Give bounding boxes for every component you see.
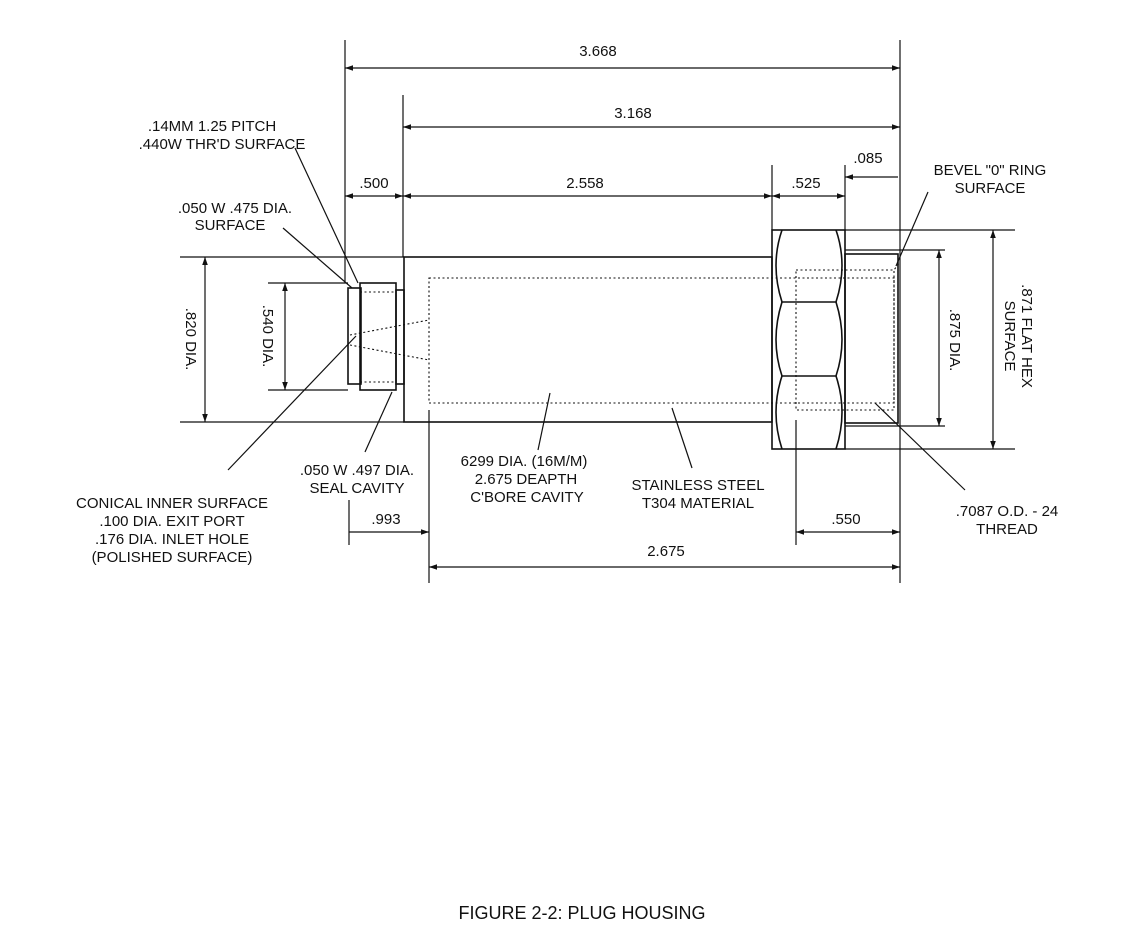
bevel-ring-line1: BEVEL "0" RING [934,162,1047,179]
callout-labels: .14MM 1.25 PITCH .440W THR'D SURFACE .05… [76,118,1058,566]
od-thread-line1: .7087 O.D. - 24 [956,503,1059,520]
hidden-features [349,261,901,411]
conical-inner-dots [349,319,430,361]
dia-875-label: .875 DIA. [946,309,963,372]
dia-surface-ring [347,287,362,385]
thread-nipple [359,282,397,391]
bevel-ring-line2: SURFACE [955,180,1026,197]
conical-line4: (POLISHED SURFACE) [92,549,253,566]
flat-hex-line2: SURFACE [1001,301,1018,372]
thread-surface-line1: .14MM 1.25 PITCH [148,118,276,135]
dia-surface-line2: SURFACE [195,217,266,234]
thread-end [844,253,899,424]
dim-text-993: .993 [371,511,400,528]
main-body [403,256,773,423]
hex-nut [771,229,846,450]
hex-flat-lower [775,375,843,450]
dim-text-2558: 2.558 [566,175,604,192]
vertical-labels: .820 DIA. .540 DIA. .875 DIA. .871 FLAT … [182,284,1035,388]
seal-cavity-step [395,289,405,385]
dim-text-3168: 3.168 [614,105,652,122]
material-line1: STAINLESS STEEL [631,477,764,494]
conical-line2: .100 DIA. EXIT PORT [99,513,244,530]
leader-lines [227,147,966,491]
dia-820-label: .820 DIA. [182,308,199,371]
cbore-cavity [428,277,895,404]
seal-cavity-line2: SEAL CAVITY [309,480,404,497]
dim-text-500: .500 [359,175,388,192]
dimension-texts: 3.668 3.168 .500 2.558 .525 .085 .993 .5… [359,43,882,560]
seal-dots [360,291,396,383]
extension-lines [180,40,1015,583]
dia-540-label: .540 DIA. [259,305,276,368]
dia-surface-line1: .050 W .475 DIA. [178,200,292,217]
material-line2: T304 MATERIAL [642,495,754,512]
conical-line1: CONICAL INNER SURFACE [76,495,268,512]
thread-surface-line2: .440W THR'D SURFACE [139,136,306,153]
dim-text-550: .550 [831,511,860,528]
flat-hex-line1: .871 FLAT HEX [1018,284,1035,388]
dim-text-2675: 2.675 [647,543,685,560]
bevel-dots [796,261,901,271]
cbore-line1: 6299 DIA. (16M/M) [461,453,588,470]
inner-thread-dots [795,269,895,411]
od-thread-line2: THREAD [976,521,1038,538]
conical-line3: .176 DIA. INLET HOLE [95,531,249,548]
cbore-line2: 2.675 DEAPTH [475,471,578,488]
dim-text-085: .085 [853,150,882,167]
dimension-lines [202,65,996,570]
cbore-line3: C'BORE CAVITY [470,489,583,506]
hex-flat-middle [775,301,843,377]
dim-text-525: .525 [791,175,820,192]
figure-caption: FIGURE 2-2: PLUG HOUSING [458,903,705,923]
seal-cavity-line1: .050 W .497 DIA. [300,462,414,479]
part-outline [347,229,899,450]
dim-text-3668: 3.668 [579,43,617,60]
hex-flat-upper [775,229,843,303]
